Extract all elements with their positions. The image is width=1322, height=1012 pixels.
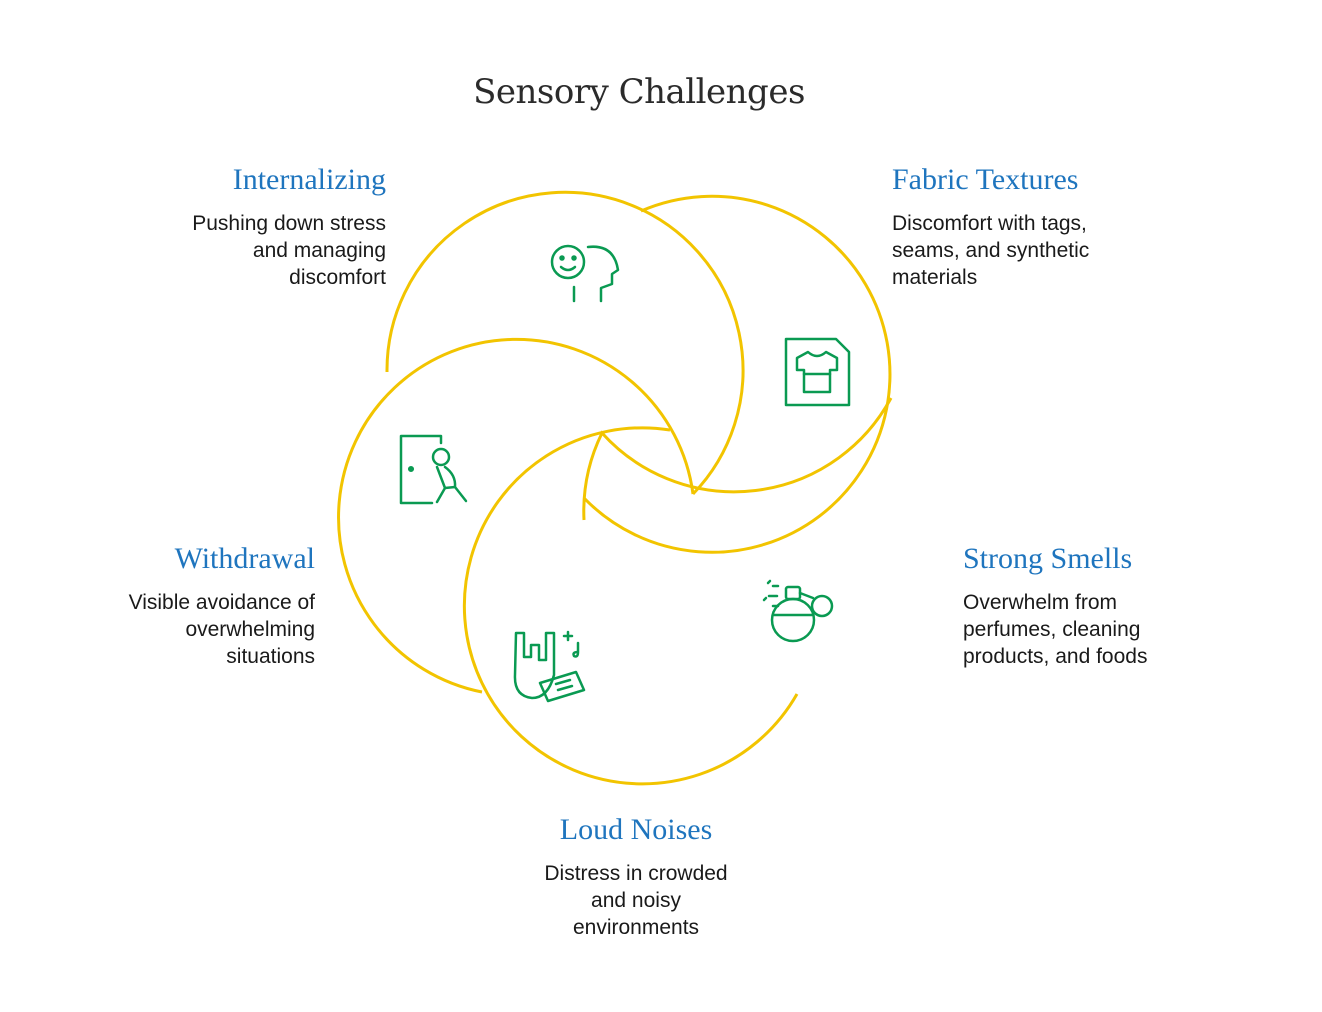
heading-fabric-textures: Fabric Textures (892, 163, 1079, 196)
heading-internalizing: Internalizing (232, 163, 386, 196)
desc-fabric-textures: Discomfort with tags, seams, and synthet… (892, 212, 1090, 289)
desc-loud-noises: Distress in crowded and noisy environmen… (544, 862, 728, 939)
heading-strong-smells: Strong Smells (963, 542, 1133, 575)
ring-internalizing (385, 190, 745, 496)
ring-group (337, 190, 893, 786)
heading-withdrawal: Withdrawal (174, 542, 315, 575)
person-leaving-door-icon (399, 434, 468, 505)
smiling-face-head-icon (550, 244, 620, 303)
ring-loud-noises (462, 426, 799, 786)
desc-withdrawal: Visible avoidance of overwhelming situat… (128, 591, 315, 668)
block-loud-noises: Loud Noises Distress in crowded and nois… (486, 813, 786, 941)
heading-loud-noises: Loud Noises (559, 813, 713, 846)
perfume-spray-icon (762, 579, 834, 643)
ring-strong-smells (582, 397, 893, 521)
shirt-tag-icon (784, 337, 851, 407)
block-internalizing: Internalizing Pushing down stress and ma… (192, 163, 386, 291)
block-fabric-textures: Fabric Textures Discomfort with tags, se… (892, 163, 1089, 291)
rock-hand-ticket-icon (513, 630, 586, 703)
desc-strong-smells: Overwhelm from perfumes, cleaning produc… (963, 591, 1148, 668)
diagram-title: Sensory Challenges (473, 72, 805, 112)
ring-fabric-textures (582, 194, 892, 554)
desc-internalizing: Pushing down stress and managing discomf… (192, 212, 386, 289)
block-strong-smells: Strong Smells Overwhelm from perfumes, c… (963, 542, 1147, 670)
ring-withdrawal (337, 337, 695, 694)
block-withdrawal: Withdrawal Visible avoidance of overwhel… (129, 542, 315, 670)
